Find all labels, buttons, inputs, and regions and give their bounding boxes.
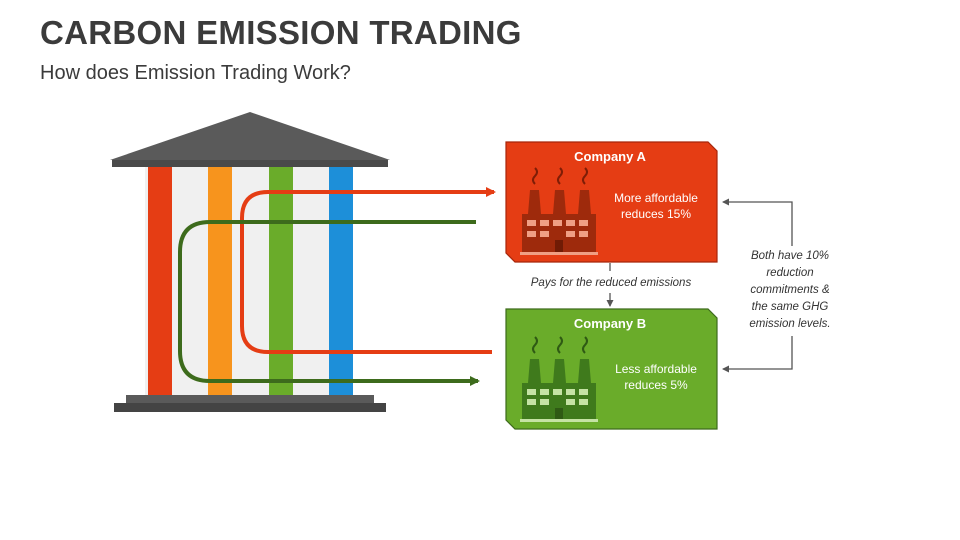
pillar-red [148, 167, 172, 395]
commitment-note-line1: Both have 10% [751, 250, 829, 262]
bank-wall [145, 167, 353, 395]
commitment-note-line5: emission levels. [749, 318, 830, 330]
bracket-to-company-b [722, 336, 793, 373]
company-b-box: Company B Less affordable reduces 5% [505, 308, 718, 430]
bank-building-icon [110, 112, 390, 412]
company-b-line1: Less affordable [615, 362, 697, 376]
company-a-line1: More affordable [614, 191, 698, 205]
bracket-to-company-a [722, 198, 793, 246]
company-a-box: Company A More affordable reduces 15% [505, 141, 718, 263]
company-a-line2: reduces 15% [621, 207, 691, 221]
bank-base-bottom [114, 403, 386, 412]
bank-base-top [126, 395, 374, 403]
commitment-note-line4: the same GHG [752, 301, 829, 313]
page-subtitle: How does Emission Trading Work? [40, 62, 351, 84]
pillar-orange [208, 167, 232, 395]
company-a-name: Company A [574, 149, 646, 164]
factory-icon [520, 336, 598, 422]
commitment-note: Both have 10% reduction commitments & th… [749, 250, 830, 330]
commitment-note-line3: commitments & [750, 284, 830, 296]
commitment-note-line2: reduction [766, 267, 813, 279]
payment-label: Pays for the reduced emissions [531, 277, 692, 289]
company-b-line2: reduces 5% [624, 378, 688, 392]
green-flow-arrow [178, 220, 480, 386]
pillar-blue [329, 167, 353, 395]
company-b-name: Company B [574, 316, 646, 331]
pillar-green [269, 167, 293, 395]
page-title: CARBON EMISSION TRADING [40, 14, 522, 51]
bank-cornice [112, 160, 388, 167]
factory-icon [520, 167, 598, 255]
red-flow-arrow [240, 187, 496, 354]
bank-roof [110, 112, 390, 160]
